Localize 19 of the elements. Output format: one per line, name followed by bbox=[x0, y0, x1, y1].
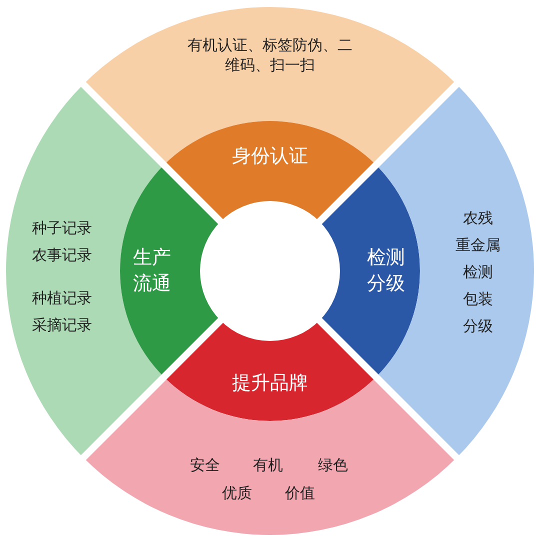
segment-label: 身份认证 bbox=[232, 144, 308, 170]
segment-label: 分级 bbox=[463, 316, 493, 336]
segment-label: 绿色 bbox=[318, 454, 348, 476]
segment-label: 提升品牌 bbox=[232, 371, 308, 396]
segment-label: 安全 bbox=[190, 454, 220, 476]
segment-label: 检测 bbox=[463, 262, 493, 282]
segment-label: 有机 bbox=[253, 454, 283, 476]
segment-label: 价值 bbox=[285, 482, 315, 504]
segment-label: 优质 bbox=[222, 482, 252, 504]
segment-label: 重金属 bbox=[456, 234, 500, 256]
segment-label: 农残 bbox=[463, 208, 493, 228]
segment-label: 种植记录 bbox=[32, 288, 92, 308]
segment-label: 种子记录 bbox=[32, 218, 92, 238]
segment-label: 有机认证、标签防伪、二维码、扫一扫 bbox=[186, 34, 354, 76]
segment-label: 农事记录 bbox=[32, 244, 92, 266]
segment-label: 包装 bbox=[463, 288, 493, 310]
segment-label: 生产流通 bbox=[132, 245, 172, 296]
segment-label: 检测分级 bbox=[366, 245, 406, 296]
segment-label: 采摘记录 bbox=[32, 314, 92, 336]
